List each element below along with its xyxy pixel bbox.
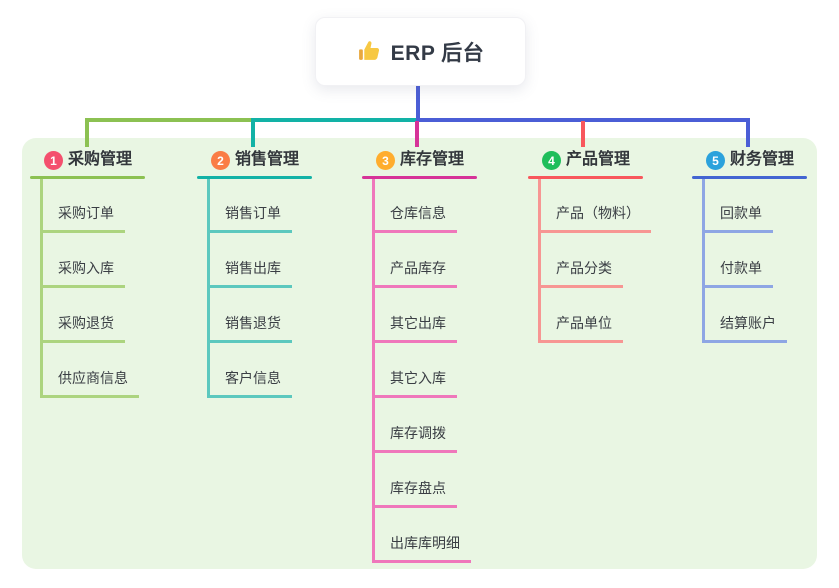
thumbs-up-icon xyxy=(357,39,382,64)
connector-drop-sales xyxy=(251,118,255,147)
node-item[interactable]: 其它出库 xyxy=(372,314,457,343)
node-item[interactable]: 其它入库 xyxy=(372,369,457,398)
branch-child-connector xyxy=(538,179,541,343)
connector-drop-product xyxy=(581,121,585,147)
branch-child-connector xyxy=(207,179,210,398)
connector-root-drop xyxy=(416,84,420,118)
node-item[interactable]: 产品（物料） xyxy=(538,204,651,233)
branch-underline xyxy=(197,176,312,179)
branch-underline xyxy=(528,176,643,179)
node-item[interactable]: 采购入库 xyxy=(40,259,125,288)
node-item[interactable]: 客户信息 xyxy=(207,369,292,398)
node-item[interactable]: 产品分类 xyxy=(538,259,623,288)
connector-bus-teal xyxy=(252,118,418,122)
node-item[interactable]: 销售退货 xyxy=(207,314,292,343)
root-title: ERP 后台 xyxy=(390,41,485,65)
branch-title: 财务管理 xyxy=(730,151,795,168)
branch-badge: 4 xyxy=(542,151,561,170)
node-item[interactable]: 产品单位 xyxy=(538,314,623,343)
branch-underline xyxy=(30,176,145,179)
branch-title: 采购管理 xyxy=(68,151,133,168)
branch-title: 库存管理 xyxy=(400,151,465,168)
connector-drop-purchase xyxy=(85,118,89,147)
branch-underline xyxy=(692,176,807,179)
node-item[interactable]: 销售出库 xyxy=(207,259,292,288)
node-item[interactable]: 库存盘点 xyxy=(372,479,457,508)
node-item[interactable]: 结算账户 xyxy=(702,314,787,343)
node-item[interactable]: 仓库信息 xyxy=(372,204,457,233)
branch-badge: 2 xyxy=(211,151,230,170)
branch-badge: 1 xyxy=(44,151,63,170)
branch-child-connector xyxy=(702,179,705,343)
node-item[interactable]: 供应商信息 xyxy=(40,369,139,398)
connector-bus-blue xyxy=(416,118,750,122)
branch-badge: 3 xyxy=(376,151,395,170)
node-item[interactable]: 出库库明细 xyxy=(372,534,471,563)
connector-drop-finance xyxy=(746,118,750,147)
node-item[interactable]: 销售订单 xyxy=(207,204,292,233)
connector-bus-green xyxy=(86,118,254,122)
branch-title: 销售管理 xyxy=(235,151,300,168)
branch-child-connector xyxy=(372,179,375,563)
branch-title: 产品管理 xyxy=(566,151,631,168)
branch-underline xyxy=(362,176,477,179)
node-item[interactable]: 付款单 xyxy=(702,259,773,288)
branch-child-connector xyxy=(40,179,43,398)
branch-badge: 5 xyxy=(706,151,725,170)
node-item[interactable]: 库存调拨 xyxy=(372,424,457,453)
connector-drop-inventory xyxy=(415,121,419,147)
node-item[interactable]: 采购订单 xyxy=(40,204,125,233)
node-item[interactable]: 回款单 xyxy=(702,204,773,233)
mindmap-board xyxy=(22,138,817,569)
root-node[interactable]: ERP 后台 xyxy=(315,17,526,86)
node-item[interactable]: 产品库存 xyxy=(372,259,457,288)
node-item[interactable]: 采购退货 xyxy=(40,314,125,343)
